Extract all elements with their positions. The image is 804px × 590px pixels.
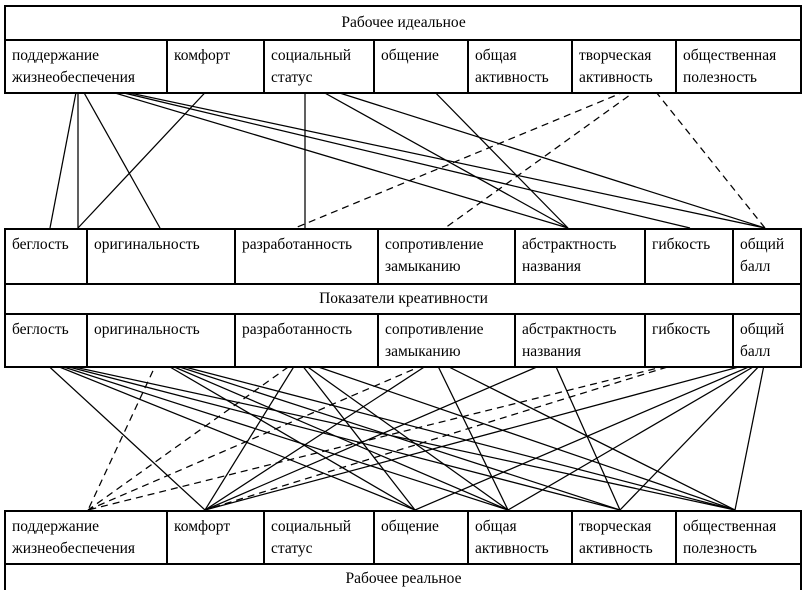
link-top — [444, 81, 649, 229]
table-work-ideal: Рабочее идеальное поддержание жизнеобесп… — [3, 5, 803, 94]
link-bottom — [434, 359, 509, 511]
link-bottom — [41, 359, 736, 511]
cell-bottom-podderzhanie[interactable]: поддержание жизнеобеспечения — [4, 510, 168, 565]
link-bottom — [414, 359, 766, 511]
table-row: беглость оригинальность разработанность … — [4, 313, 802, 368]
cell-bottom-obshchenie[interactable]: общение — [373, 510, 469, 565]
cell-bottom-obshchestvennaya-poleznost[interactable]: общественная полезность — [675, 510, 802, 565]
table-row: поддержание жизнеобеспечения комфорт соц… — [4, 510, 802, 565]
link-bottom — [157, 359, 509, 511]
links-top-group — [49, 81, 766, 229]
link-bottom — [204, 359, 766, 511]
cell-bottom-socialnyj-status[interactable]: социальный статус — [263, 510, 375, 565]
cell-top-komfort[interactable]: комфорт — [166, 39, 265, 94]
link-top — [49, 81, 79, 229]
band-title-work-ideal: Рабочее идеальное — [3, 5, 803, 41]
cell-creativity-upper-originalnost[interactable]: оригинальность — [86, 228, 236, 285]
link-top — [294, 81, 649, 229]
link-bottom — [157, 359, 736, 511]
cell-creativity-upper-razrabotannost[interactable]: разработанность — [234, 228, 379, 285]
cell-creativity-upper-soprotivlenie[interactable]: сопротивление замыканию — [377, 228, 516, 285]
link-bottom — [552, 359, 621, 511]
table-creativity: беглость оригинальность разработанность … — [4, 228, 802, 368]
cell-top-socialnyj-status[interactable]: социальный статус — [263, 39, 375, 94]
table-row: поддержание жизнеобеспечения комфорт соц… — [4, 39, 803, 94]
cell-creativity-upper-beglost[interactable]: беглость — [4, 228, 88, 285]
link-bottom — [204, 359, 436, 511]
link-bottom — [204, 359, 554, 511]
link-bottom — [507, 359, 766, 511]
cell-creativity-upper-gibkost[interactable]: гибкость — [644, 228, 734, 285]
link-bottom — [297, 359, 416, 511]
cell-bottom-obshchaya-aktivnost[interactable]: общая активность — [467, 510, 573, 565]
table-work-real: поддержание жизнеобеспечения комфорт соц… — [4, 510, 802, 590]
cell-creativity-upper-abstraktnost[interactable]: абстрактность названия — [514, 228, 646, 285]
link-bottom — [87, 359, 159, 511]
cell-top-obshchenie[interactable]: общение — [373, 39, 469, 94]
link-bottom — [297, 359, 736, 511]
band-title-work-real: Рабочее реальное — [4, 563, 802, 590]
link-top — [77, 81, 569, 229]
cell-creativity-lower-gibkost[interactable]: гибкость — [644, 313, 734, 368]
cell-creativity-lower-abstraktnost[interactable]: абстрактность названия — [514, 313, 646, 368]
link-bottom — [734, 359, 766, 511]
link-bottom — [87, 359, 691, 511]
link-bottom — [204, 359, 299, 511]
link-top — [304, 81, 766, 229]
link-bottom — [41, 359, 509, 511]
link-bottom — [41, 359, 621, 511]
cell-creativity-lower-razrabotannost[interactable]: разработанность — [234, 313, 379, 368]
link-bottom — [204, 359, 691, 511]
link-top — [77, 81, 216, 229]
link-bottom — [157, 359, 416, 511]
link-bottom — [434, 359, 736, 511]
link-bottom — [619, 359, 766, 511]
cell-bottom-tvorcheskaya-aktivnost[interactable]: творческая активность — [571, 510, 677, 565]
link-top — [424, 81, 569, 229]
link-bottom — [297, 359, 509, 511]
cell-top-obshchestvennaya-poleznost[interactable]: общественная полезность — [674, 39, 803, 94]
band-title-creativity: Показатели креативности — [4, 283, 802, 315]
cell-top-tvorcheskaya-aktivnost[interactable]: творческая активность — [571, 39, 677, 94]
link-top — [304, 81, 569, 229]
link-bottom — [87, 359, 436, 511]
link-top — [647, 81, 766, 229]
cell-creativity-lower-originalnost[interactable]: оригинальность — [86, 313, 236, 368]
cell-creativity-lower-beglost[interactable]: беглость — [4, 313, 88, 368]
cell-creativity-upper-obshchij-ball[interactable]: общий балл — [732, 228, 802, 285]
cell-creativity-lower-obshchij-ball[interactable]: общий балл — [732, 313, 802, 368]
link-top — [77, 81, 691, 229]
link-bottom — [87, 359, 299, 511]
links-bottom-group — [41, 359, 766, 511]
cell-creativity-lower-soprotivlenie[interactable]: сопротивление замыканию — [377, 313, 516, 368]
cell-top-obshchaya-aktivnost[interactable]: общая активность — [467, 39, 573, 94]
link-bottom — [157, 359, 621, 511]
link-top — [77, 81, 161, 229]
cell-top-podderzhanie[interactable]: поддержание жизнеобеспечения — [4, 39, 168, 94]
cell-bottom-komfort[interactable]: комфорт — [166, 510, 265, 565]
table-row: беглость оригинальность разработанность … — [4, 228, 802, 285]
link-bottom — [41, 359, 206, 511]
link-top — [77, 81, 766, 229]
link-bottom — [41, 359, 416, 511]
